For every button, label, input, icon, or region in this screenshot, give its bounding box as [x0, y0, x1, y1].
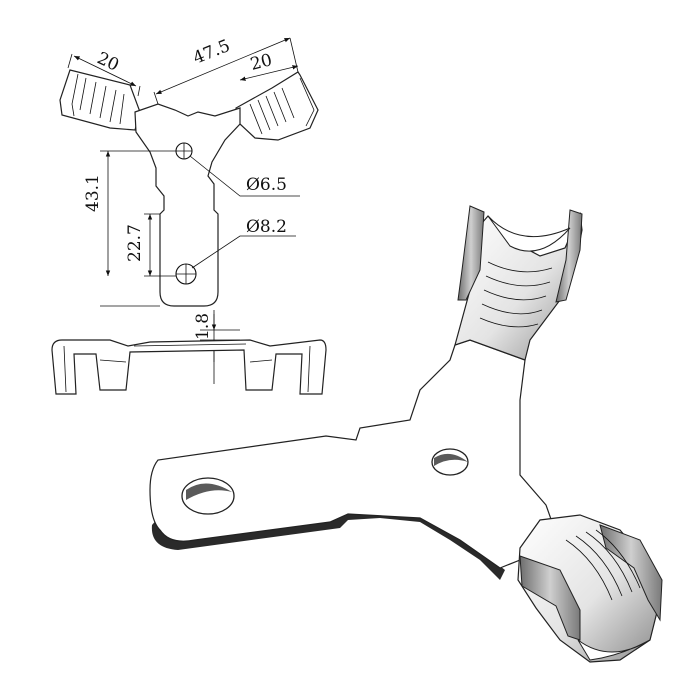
dim-thickness: 1.8: [193, 313, 213, 340]
side-view: [51, 339, 327, 395]
dim-tab-length: 22.7: [125, 224, 145, 262]
terminal-plate: [149, 339, 553, 569]
right-crimp-barrel: [235, 71, 319, 141]
top-view-body: [134, 103, 241, 307]
dim-clip-width-right: 20: [248, 50, 274, 75]
dimension-lines: [67, 37, 300, 384]
left-crimp-barrel: [59, 69, 141, 131]
dim-large-hole: Ø8.2: [246, 217, 287, 237]
dim-clip-width-left: 20: [94, 48, 122, 75]
top-view: [59, 69, 319, 307]
upper-crimp-barrel: [454, 205, 583, 361]
dim-span: 47.5: [190, 36, 233, 69]
isometric-view: [149, 205, 663, 663]
dim-small-hole: Ø6.5: [246, 175, 287, 195]
lower-crimp-barrel: [517, 514, 663, 663]
dim-total-length: 43.1: [83, 174, 103, 212]
